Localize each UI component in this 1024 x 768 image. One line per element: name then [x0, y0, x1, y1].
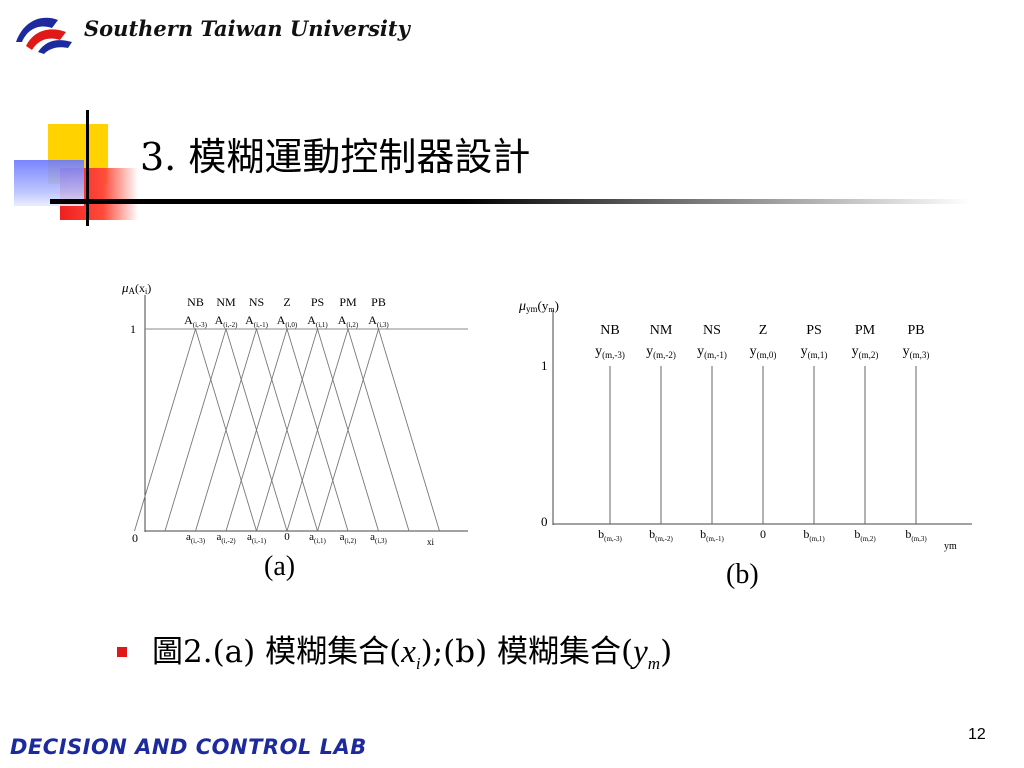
diagram-b-set-name: Z — [759, 323, 768, 338]
diagram-b-set-name: PS — [806, 323, 822, 338]
diagram-b-set-label: y(m,3) — [903, 344, 930, 360]
diagram-a-set-label: A(i,-1) — [245, 313, 269, 329]
diagram-b-set-name: NS — [703, 323, 721, 338]
bullet-icon — [117, 647, 127, 657]
diagram-a-set-name: PB — [371, 295, 386, 309]
figure-caption: 圖2.(a) 模糊集合(xi);(b) 模糊集合(ym) — [152, 634, 673, 674]
diagram-a-set-label: A(i,1) — [307, 313, 328, 329]
diagram-b-caption: (b) — [726, 559, 759, 590]
diagram-b-point-label: b(m,1) — [803, 527, 825, 543]
diagram-b-set-label: y(m,-2) — [646, 344, 676, 360]
diagram-b-point-label: b(m,3) — [905, 527, 927, 543]
diagram-a-caption: (a) — [264, 551, 295, 582]
diagram-a-triangle-ns — [195, 327, 318, 532]
diagram-a-set-name: NM — [216, 295, 236, 309]
diagram-b-y-label: μym(ym) — [518, 298, 559, 314]
diagram-a-triangle-pb — [317, 327, 440, 532]
diagram-a-set-label: A(i,-2) — [215, 313, 239, 329]
diagram-b-point-label: b(m,-1) — [700, 527, 724, 543]
diagram-b-set-label: y(m,0) — [750, 344, 777, 360]
diagram-b-set-name: PB — [907, 323, 924, 338]
diagram-b-y-tick-1: 1 — [541, 358, 548, 373]
title-rule — [50, 199, 970, 204]
diagram-b-x-label: ym — [944, 541, 957, 552]
diagram-a-set-label: A(i,2) — [338, 313, 359, 329]
membership-diagrams: μA(xi) 1 0 xi NB A(i,-3) a(i,-3) NM A(i,-2) a… — [121, 280, 972, 590]
diagram-a-triangle-pm — [286, 327, 410, 532]
diagram-a-point-label: a(i,1) — [309, 531, 326, 545]
diagram-a-point-label: a(i,-1) — [247, 531, 267, 545]
diagram-a-triangle-nm — [164, 327, 288, 532]
diagram-a-triangle-ps — [256, 327, 379, 532]
diagram-b-point-label: 0 — [760, 527, 766, 541]
diagram-b-set-label: y(m,2) — [852, 344, 879, 360]
diagram-a-labels: NB A(i,-3) a(i,-3) NM A(i,-2) a(i,-2) NS A(i,-1… — [184, 295, 389, 545]
diagram-a-set-name: PS — [311, 295, 324, 309]
stu-logo-icon — [16, 17, 72, 54]
diagram-a-point-label: 0 — [284, 531, 290, 543]
diagram-b-set-label: y(m,-3) — [595, 344, 625, 360]
diagram-a-set-label: A(i,-3) — [184, 313, 208, 329]
diagram-a: μA(xi) 1 0 xi NB A(i,-3) a(i,-3) NM A(i,-2) a… — [121, 280, 468, 582]
diagram-a-set-name: NS — [249, 295, 264, 309]
diagram-b-point-label: b(m,-3) — [598, 527, 622, 543]
diagram-b-singletons — [609, 366, 917, 524]
diagram-b-set-name: NB — [600, 323, 619, 338]
diagram-a-set-name: Z — [283, 295, 290, 309]
diagram-b-set-label: y(m,-1) — [697, 344, 727, 360]
diagram-a-point-label: a(i,3) — [370, 531, 387, 545]
university-name: Southern Taiwan University — [84, 16, 410, 41]
diagram-a-y-tick-1: 1 — [130, 322, 136, 336]
diagram-a-point-label: a(i,-2) — [216, 531, 236, 545]
diagram-a-x-label: xi — [427, 537, 435, 547]
diagram-b-set-label: y(m,1) — [801, 344, 828, 360]
diagram-a-triangle-nb — [134, 327, 257, 532]
diagram-a-triangle-z — [225, 327, 349, 532]
diagram-a-y-label: μA(xi) — [121, 280, 151, 296]
diagram-b-point-label: b(m,2) — [854, 527, 876, 543]
title-decoration-vline — [86, 110, 89, 226]
lab-name: DECISION AND CONTROL LAB — [10, 735, 367, 759]
diagram-a-point-label: a(i,2) — [340, 531, 357, 545]
diagram-a-set-label: A(i,3) — [368, 313, 389, 329]
title-decoration-blue — [14, 160, 84, 206]
diagram-b-set-name: PM — [855, 323, 876, 338]
diagram-a-set-name: NB — [187, 295, 204, 309]
diagram-a-set-name: PM — [339, 295, 357, 309]
diagram-a-set-label: A(i,0) — [277, 313, 298, 329]
diagram-b-y-tick-0: 0 — [541, 514, 548, 529]
diagram-b: μym(ym) 1 0 ym NB y(m,-3) b(m,-3) NM y(m,-2)… — [518, 298, 972, 590]
diagram-b-point-label: b(m,-2) — [649, 527, 673, 543]
diagram-a-y-tick-0: 0 — [132, 531, 138, 545]
diagram-b-labels: NB y(m,-3) b(m,-3) NM y(m,-2) b(m,-2) NS y(m,-1… — [595, 323, 929, 543]
diagram-b-set-name: NM — [650, 323, 673, 338]
slide-title: 3. 模糊運動控制器設計 — [140, 135, 531, 179]
diagram-a-triangles — [134, 327, 440, 532]
diagram-a-point-label: a(i,-3) — [186, 531, 206, 545]
page-number: 12 — [968, 726, 986, 743]
